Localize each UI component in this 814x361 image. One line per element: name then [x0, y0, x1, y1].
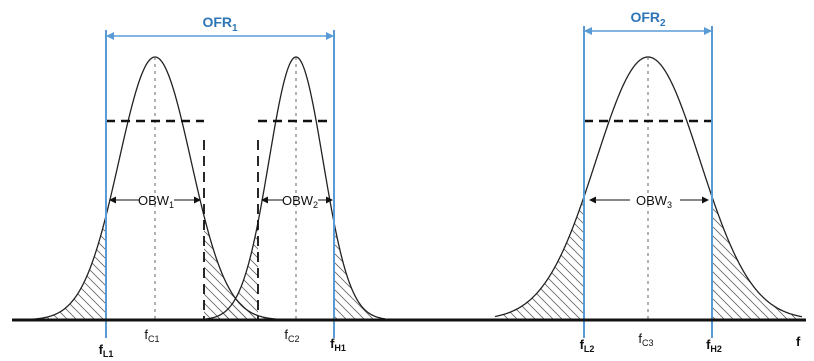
obw2-label: OBW2 [282, 193, 318, 210]
fc3-label: fC3 [638, 331, 653, 348]
hatch-right-2 [334, 222, 385, 320]
fc2-label: fC2 [284, 327, 299, 344]
fc1-label: fC1 [144, 327, 159, 344]
hatch-left-3 [500, 196, 584, 320]
frequency-axis-label: f [796, 334, 801, 349]
ofr2-label: OFR2 [630, 9, 666, 29]
hatch-right-3 [712, 196, 800, 320]
ofr1-label: OFR1 [202, 14, 238, 34]
obw-boundary-dashes [106, 57, 713, 320]
fl2-label: fL2 [580, 337, 595, 354]
obw3-label: OBW3 [636, 193, 672, 210]
curve-3 [494, 56, 803, 318]
hatch-right-1 [204, 215, 265, 320]
ofr-lines [105, 26, 713, 338]
fh1-label: fH1 [330, 336, 346, 353]
obw1-label: OBW1 [138, 193, 174, 210]
emission-spectrum-curves [29, 56, 803, 321]
out-of-band-emission-hatching [30, 196, 800, 320]
curve-2 [199, 56, 386, 321]
hatch-left-2 [205, 222, 258, 320]
fl1-label: fL1 [99, 342, 114, 359]
hatch-left-1 [30, 215, 106, 320]
curve-1 [29, 56, 281, 321]
fh2-label: fH2 [706, 337, 722, 354]
